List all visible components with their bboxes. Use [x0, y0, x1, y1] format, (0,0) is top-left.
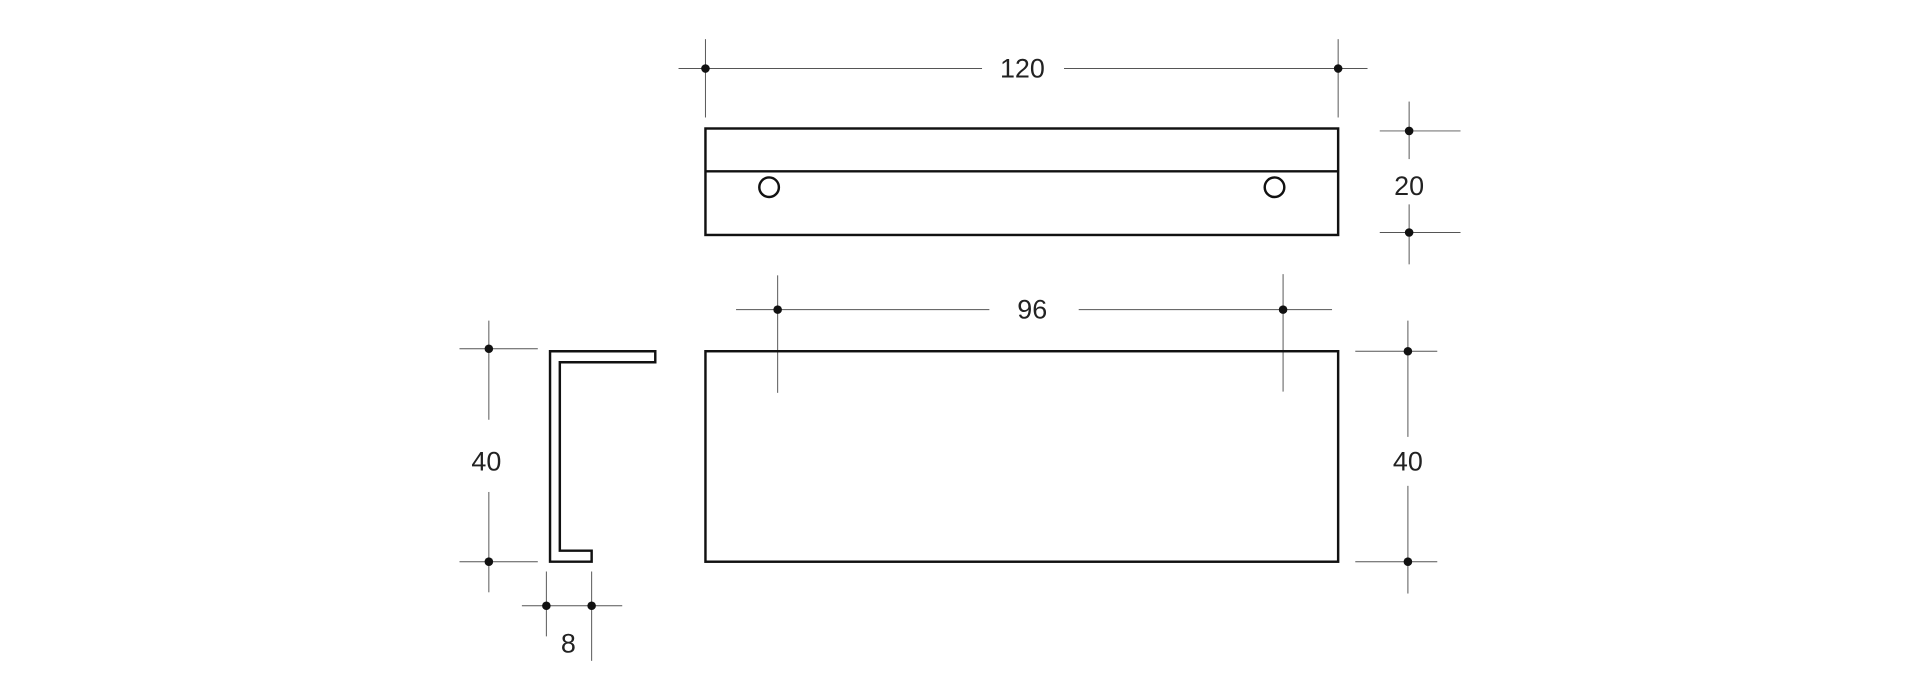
top-view — [704, 127, 1340, 237]
side-profile — [548, 350, 657, 563]
dimension-label-40-left: 40 — [471, 446, 501, 476]
dimension-label-120: 120 — [1000, 54, 1045, 84]
dimension-height-20: 20 — [1379, 101, 1461, 265]
front-view — [704, 350, 1340, 563]
mounting-hole-left — [758, 176, 781, 199]
dimension-label-8: 8 — [561, 629, 576, 659]
dimension-label-96: 96 — [1017, 295, 1047, 325]
mounting-hole-right — [1263, 176, 1286, 199]
dimension-depth-8: 8 — [521, 571, 623, 661]
dimension-hole-spacing-96: 96 — [736, 274, 1333, 393]
dimension-width-120: 120 — [678, 39, 1368, 118]
dimension-height-40-right: 40 — [1355, 320, 1438, 594]
dimension-label-20: 20 — [1394, 171, 1424, 201]
dimension-height-40-left: 40 — [459, 320, 538, 593]
dimension-label-40-right: 40 — [1393, 446, 1423, 476]
